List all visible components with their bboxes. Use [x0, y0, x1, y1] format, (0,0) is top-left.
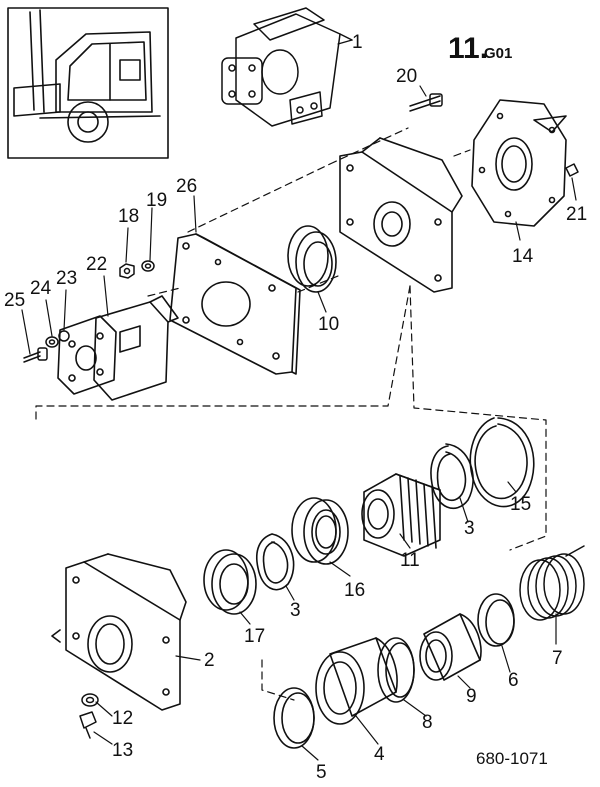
- bearing-16: [291, 497, 349, 565]
- snap-ring-15: [469, 417, 535, 508]
- seal-ring-10: [287, 225, 337, 293]
- sleeve-4: [315, 637, 398, 725]
- pto-housing-top: [339, 137, 463, 293]
- callout-19: 19: [146, 190, 167, 211]
- callout-12: 12: [112, 708, 133, 729]
- pto-assembly-1: [221, 7, 353, 127]
- ring-6: [477, 593, 515, 647]
- callout-14: 14: [512, 246, 534, 267]
- callout-7: 7: [552, 648, 563, 669]
- callout-16: 16: [344, 580, 365, 601]
- callout-15: 15: [510, 494, 531, 515]
- hardware-small-parts: [23, 93, 579, 363]
- callout-17: 17: [244, 626, 265, 647]
- washer-fitting-12-13: [79, 693, 99, 739]
- callout-11: 11: [400, 550, 420, 571]
- truck-inset: [7, 7, 169, 159]
- callout-3-upper: 3: [464, 518, 475, 539]
- callout-1: 1: [352, 32, 363, 53]
- callout-22: 22: [86, 254, 107, 275]
- needle-bearing-9: [419, 613, 482, 681]
- snap-ring-3-upper: [430, 443, 474, 510]
- callout-5: 5: [316, 762, 327, 783]
- callout-26: 26: [176, 176, 197, 197]
- callout-8: 8: [422, 712, 433, 733]
- ring-5: [273, 687, 315, 749]
- callout-24: 24: [30, 278, 52, 299]
- callout-20: 20: [396, 66, 417, 87]
- callout-23: 23: [56, 268, 77, 289]
- flange-plate-14: [471, 99, 567, 227]
- callout-18: 18: [118, 206, 139, 227]
- spring-7: [519, 545, 585, 621]
- callout-2: 2: [204, 650, 215, 671]
- callout-9: 9: [466, 686, 477, 707]
- callout-13: 13: [112, 740, 133, 761]
- seal-17: [203, 549, 257, 615]
- callout-3-lower: 3: [290, 600, 301, 621]
- explode-lines-top: [35, 127, 547, 701]
- callout-10: 10: [318, 314, 339, 335]
- ring-8: [377, 637, 415, 703]
- adapter-plate-26: [169, 233, 301, 375]
- callout-6: 6: [508, 670, 519, 691]
- callout-4: 4: [374, 744, 385, 765]
- section-number: 11.: [448, 32, 488, 65]
- callout-21: 21: [566, 204, 587, 225]
- splined-shaft-11: [361, 473, 441, 557]
- leader-lines: [21, 39, 577, 761]
- snap-ring-3-lower: [256, 533, 295, 591]
- pto-housing-2: [51, 553, 187, 711]
- callout-25: 25: [4, 290, 25, 311]
- drawing-number: 680-1071: [476, 749, 548, 768]
- section-suffix: G01: [484, 45, 512, 62]
- hydraulic-pump-22: [57, 295, 179, 401]
